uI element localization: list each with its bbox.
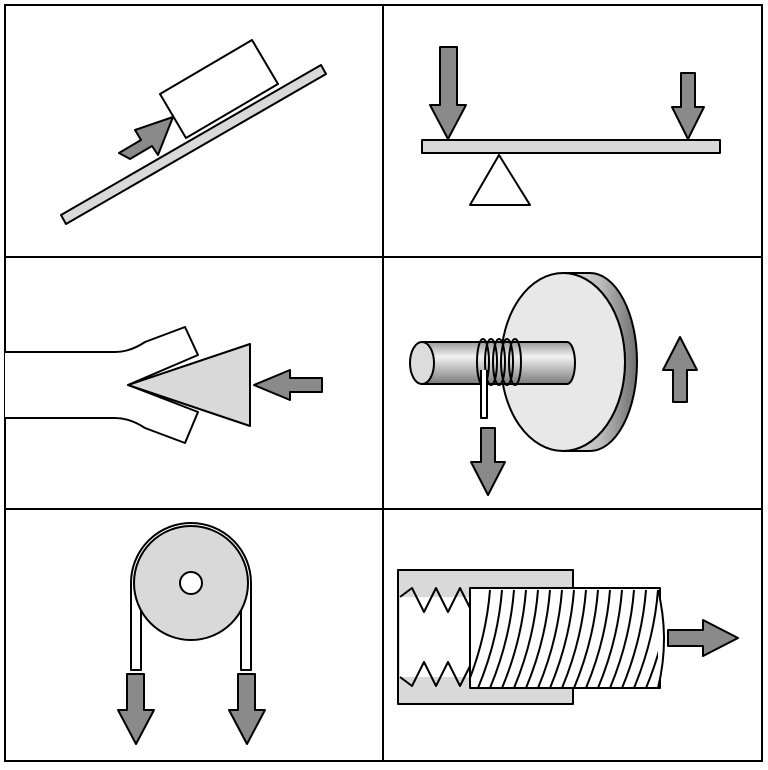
lever-bar [421, 139, 721, 154]
axle-end [409, 341, 435, 385]
down-arrow [470, 427, 506, 496]
fulcrum [469, 154, 531, 206]
screw-tip [657, 589, 665, 689]
push-arrow [118, 116, 174, 160]
left-down-arrow [117, 673, 155, 745]
block [159, 39, 279, 139]
wedge-icon [5, 326, 323, 444]
screw-icon [397, 569, 739, 705]
screw-shaft [469, 587, 661, 689]
pulley-icon [117, 522, 266, 745]
screw-threads [470, 589, 660, 688]
inclined-plane-icon [60, 39, 327, 225]
pulley-hub [179, 571, 203, 595]
rope-coil [476, 338, 522, 386]
lever-icon [421, 46, 721, 206]
ramp [60, 64, 327, 225]
right-down-arrow [228, 673, 266, 745]
axle [421, 341, 576, 385]
rope-hanging [480, 370, 488, 419]
effort-arrow [429, 46, 467, 140]
wedge [127, 343, 251, 427]
load-arrow [671, 72, 705, 140]
drive-arrow [253, 369, 323, 401]
up-arrow [662, 336, 698, 403]
wheel-and-axle-icon [409, 272, 698, 496]
pull-arrow [667, 619, 739, 657]
